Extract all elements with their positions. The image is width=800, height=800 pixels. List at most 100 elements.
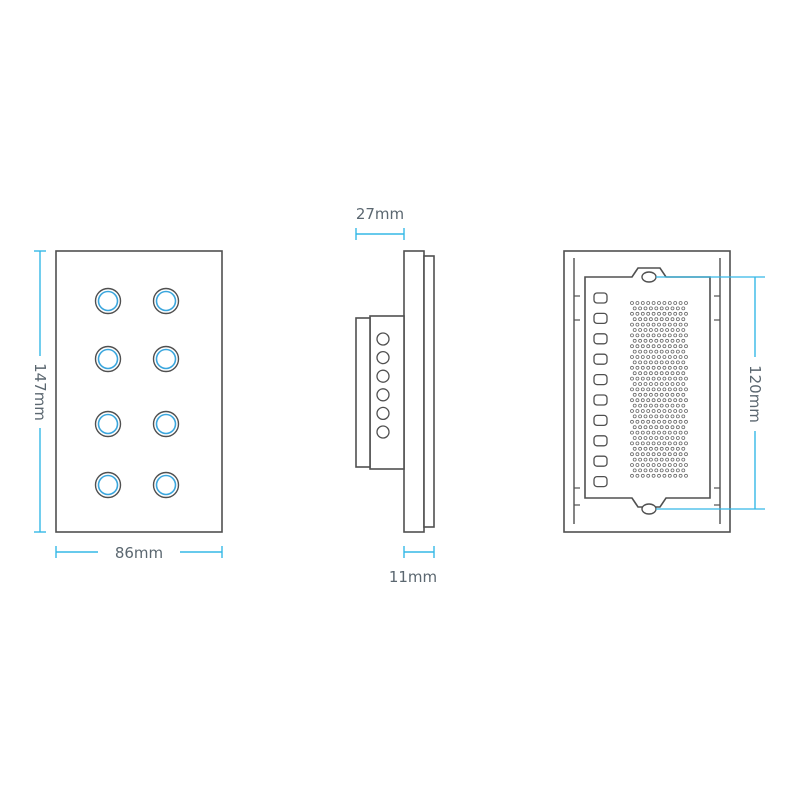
vent-hole — [638, 306, 642, 311]
vent-hole — [684, 409, 688, 413]
vent-hole — [632, 360, 637, 365]
vent-hole — [684, 463, 688, 467]
depth-dimension: 27mm — [355, 205, 405, 240]
vent-hole — [651, 355, 656, 359]
vent-hole — [665, 436, 669, 440]
depth-label: 27mm — [356, 205, 404, 223]
vent-hole — [630, 376, 634, 381]
vent-hole — [667, 463, 672, 467]
side-front-plate — [423, 255, 435, 528]
vent-hole — [632, 446, 637, 451]
vent-hole — [654, 349, 659, 354]
plate-label: 11mm — [389, 568, 437, 586]
vent-hole — [632, 403, 637, 408]
vent-hole — [670, 338, 675, 343]
vent-hole — [643, 403, 648, 408]
vent-hole — [646, 463, 651, 467]
vent-hole — [654, 414, 659, 419]
vent-hole — [662, 387, 667, 392]
side-view: 27mm 11mm — [355, 205, 437, 586]
vent-hole — [678, 441, 683, 446]
vent-hole — [649, 468, 653, 473]
vent-hole — [651, 311, 656, 316]
vent-hole — [638, 436, 642, 440]
vent-hole — [659, 425, 664, 430]
vent-hole — [665, 382, 669, 386]
vent-hole — [654, 360, 659, 365]
vent-hole — [670, 414, 675, 419]
vent-hole — [681, 338, 686, 343]
back-terminal — [593, 333, 608, 345]
vent-hole — [659, 328, 664, 332]
vent-hole — [630, 301, 634, 305]
vent-hole — [673, 398, 678, 403]
vent-hole — [684, 365, 688, 370]
vent-hole — [673, 376, 678, 381]
vent-hole — [676, 317, 680, 322]
vent-hole — [665, 371, 669, 376]
bottom-mount-hole — [641, 503, 657, 515]
vent-hole — [681, 425, 686, 430]
vent-hole — [659, 338, 664, 343]
vent-hole — [667, 430, 672, 435]
vent-hole — [651, 441, 656, 446]
vent-hole — [632, 306, 637, 311]
back-terminal — [593, 373, 608, 386]
vent-hole — [667, 301, 672, 305]
vent-hole — [640, 441, 645, 446]
back-terminal — [593, 455, 608, 467]
vent-hole — [673, 441, 678, 446]
vent-hole — [630, 322, 634, 327]
vent-hole — [678, 311, 683, 316]
vent-hole — [646, 452, 651, 457]
vent-hole — [670, 425, 675, 430]
vent-hole — [659, 360, 664, 365]
vent-hole — [651, 452, 656, 457]
vent-hole — [684, 344, 688, 349]
vent-hole — [676, 414, 680, 419]
vent-hole — [630, 409, 634, 413]
front-panel — [55, 250, 223, 533]
vent-hole — [662, 365, 667, 370]
vent-hole — [673, 419, 678, 424]
vent-hole — [643, 371, 648, 376]
vent-hole — [659, 436, 664, 440]
vent-hole — [630, 473, 634, 478]
vent-hole — [662, 333, 667, 338]
vent-hole — [635, 365, 640, 370]
vent-hole — [635, 452, 640, 457]
vent-hole — [638, 371, 642, 376]
vent-hole — [640, 376, 645, 381]
vent-hole — [654, 371, 659, 376]
vent-hole — [678, 419, 683, 424]
vent-hole — [632, 468, 637, 473]
vent-hole — [681, 468, 686, 473]
vent-hole — [651, 387, 656, 392]
vent-hole — [649, 425, 653, 430]
vent-hole — [640, 344, 645, 349]
vent-hole — [665, 414, 669, 419]
vent-hole — [667, 376, 672, 381]
vent-hole — [676, 425, 680, 430]
vent-hole — [638, 382, 642, 386]
vent-hole — [651, 419, 656, 424]
vent-hole — [646, 430, 651, 435]
vent-hole — [684, 452, 688, 457]
touch-button — [94, 410, 122, 438]
back-terminal — [593, 475, 608, 488]
vent-hole — [678, 430, 683, 435]
vent-hole — [659, 371, 664, 376]
vent-hole — [659, 382, 664, 386]
vent-hole — [640, 473, 645, 478]
vent-hole — [670, 436, 675, 440]
vent-hole — [643, 338, 648, 343]
plate-dimension: 11mm — [389, 546, 437, 586]
vent-hole — [640, 387, 645, 392]
vent-hole — [649, 392, 653, 397]
side-terminal — [376, 406, 390, 421]
back-terminal-column — [593, 292, 608, 488]
side-terminal — [376, 332, 390, 346]
vent-hole — [640, 311, 645, 316]
vent-hole — [676, 328, 680, 332]
vent-hole — [646, 398, 651, 403]
